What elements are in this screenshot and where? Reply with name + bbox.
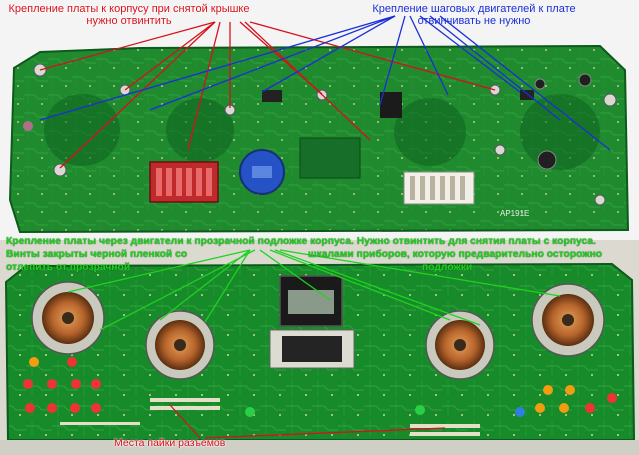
indicator-leds-left	[23, 357, 101, 413]
stepper-motor-2	[145, 310, 215, 380]
red-arrows-bottom	[169, 404, 446, 439]
label-connector-solder-points: Места пайки разъемов	[114, 437, 226, 449]
stepper-motor-1	[31, 281, 105, 355]
stepper-motor-3	[425, 310, 495, 380]
label-motor-mount-line2a: Винты закрыты черной пленкой со	[6, 249, 188, 260]
label-motor-mount-line2b: шкалами приборов, которую предварительно…	[308, 249, 603, 260]
label-motor-mount-line3b: подложки	[422, 262, 473, 273]
bottom-board	[0, 240, 639, 455]
label-board-mount-line1: Крепление платы к корпусу при снятой кры…	[8, 3, 250, 15]
label-motor-mount-line3a: отлепить от прозрачной	[6, 262, 131, 273]
label-board-mount-screws: Крепление платы к корпусу при снятой кры…	[8, 3, 250, 27]
red-arrows	[39, 21, 496, 169]
blue-arrows	[39, 15, 611, 151]
label-stepper-mount: Крепление шаговых двигателей к плате отв…	[360, 3, 588, 27]
label-stepper-line2: отвинчивать не нужно	[417, 15, 531, 27]
label-stepper-line1: Крепление шаговых двигателей к плате	[372, 3, 576, 15]
top-board: AP191E	[0, 0, 639, 240]
indicator-leds-right	[245, 385, 617, 417]
label-board-mount-line2: нужно отвинтить	[86, 15, 172, 27]
green-arrows	[67, 249, 561, 331]
board-code: AP191E	[500, 209, 529, 218]
stepper-motor-4	[531, 283, 605, 357]
label-motor-mount-line1: Крепление платы через двигатели к прозра…	[6, 236, 596, 247]
ic-chip	[380, 92, 402, 118]
